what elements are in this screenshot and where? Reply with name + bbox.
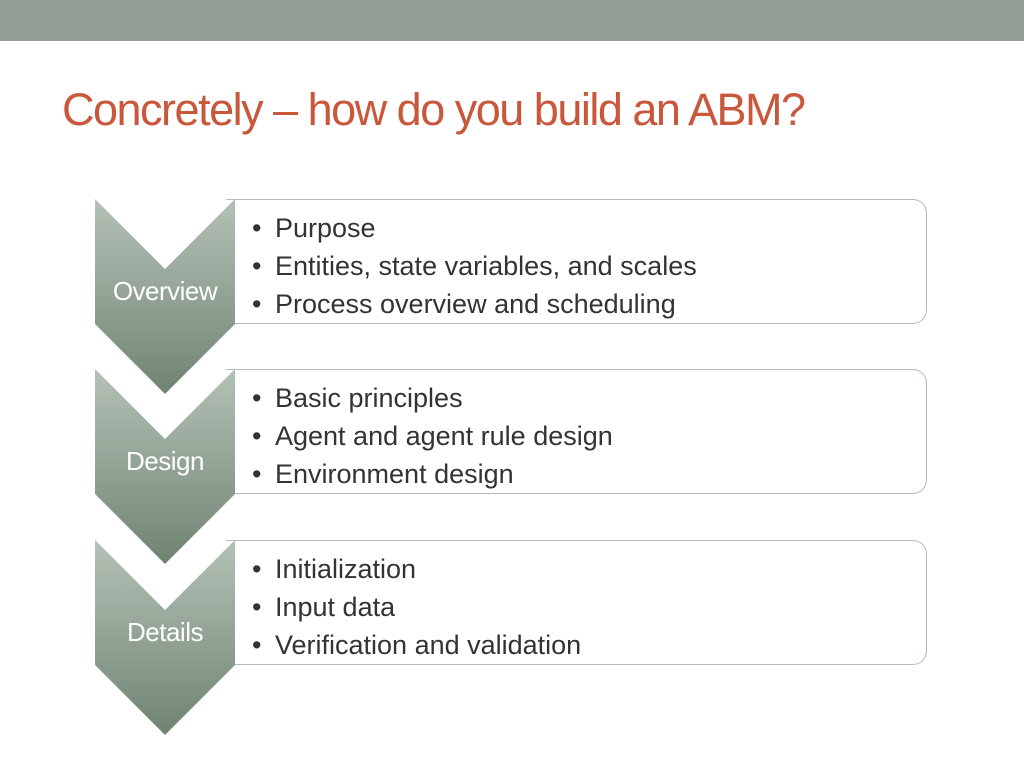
- chevron-arrow-shape: Overview: [95, 199, 235, 394]
- stage-label: Details: [127, 617, 203, 647]
- stage-text-box: •Purpose •Entities, state variables, and…: [226, 199, 927, 324]
- bullet-item: •Process overview and scheduling: [252, 289, 676, 319]
- bullet-item: •Environment design: [252, 459, 514, 489]
- chevron-shape: [95, 199, 235, 394]
- chevron-shape: [95, 369, 235, 564]
- top-decorative-band: [0, 0, 1024, 41]
- bullet-item: •Verification and validation: [252, 630, 582, 660]
- stage-text-box: •Basic principles •Agent and agent rule …: [226, 369, 927, 494]
- bullet-list: •Initialization •Input data •Verificatio…: [226, 541, 926, 664]
- bullet-item: •Basic principles: [252, 383, 463, 413]
- chevron-arrow-shape: Design: [95, 369, 235, 564]
- stage-overview: •Purpose •Entities, state variables, and…: [0, 199, 1024, 399]
- stage-label: Overview: [112, 276, 218, 306]
- chevron-arrow-shape: Details: [95, 540, 235, 735]
- bullet-item: •Agent and agent rule design: [252, 421, 613, 451]
- slide-title: Concretely – how do you build an ABM?: [62, 84, 806, 135]
- bullet-item: •Initialization: [252, 554, 417, 584]
- bullet-list: •Purpose •Entities, state variables, and…: [226, 200, 926, 323]
- chevron-shape: [95, 540, 235, 735]
- stage-design: •Basic principles •Agent and agent rule …: [0, 369, 1024, 569]
- bullet-item: •Purpose: [252, 213, 376, 243]
- bullet-list: •Basic principles •Agent and agent rule …: [226, 370, 926, 493]
- stage-label: Design: [126, 446, 204, 476]
- bullet-item: •Input data: [252, 592, 396, 622]
- bullet-item: •Entities, state variables, and scales: [252, 251, 697, 281]
- stage-details: •Initialization •Input data •Verificatio…: [0, 540, 1024, 740]
- stage-text-box: •Initialization •Input data •Verificatio…: [226, 540, 927, 665]
